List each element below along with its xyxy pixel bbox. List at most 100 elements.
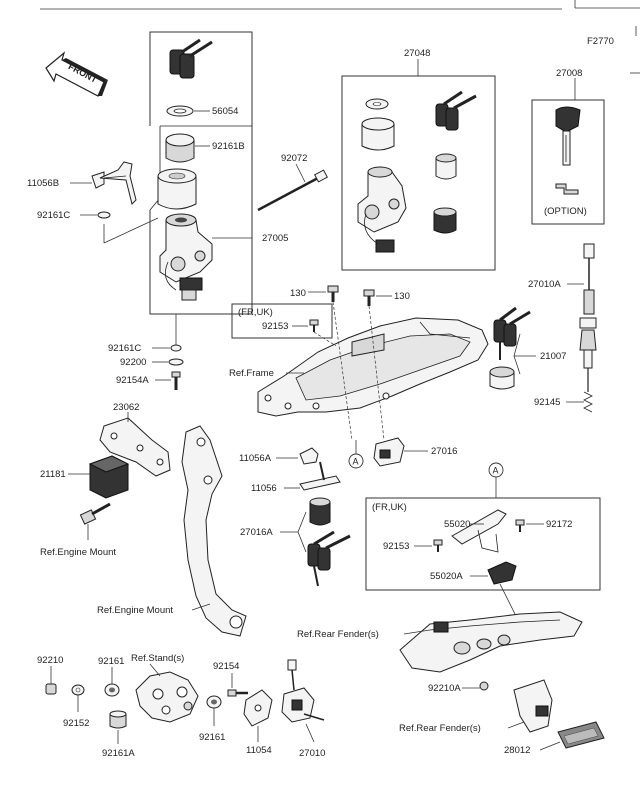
label-92210: 92210 (37, 655, 63, 666)
bolt-92154 (227, 689, 248, 697)
front-arrow-icon (45, 51, 108, 97)
label-92161-1: 92161 (98, 656, 124, 667)
callout-a-1-label: A (353, 457, 359, 467)
bracket-55020 (451, 509, 507, 553)
bolt-92210a (479, 681, 489, 691)
label-27016a: 27016A (240, 527, 273, 538)
label-92152: 92152 (63, 718, 89, 729)
label-27010a: 27010A (528, 279, 561, 290)
label-27005: 27005 (262, 233, 288, 244)
license-bracket (513, 679, 553, 733)
bolt-engine-mount-icon (79, 502, 111, 525)
label-27008: 27008 (556, 68, 582, 79)
label-ref-engine-mount-1: Ref.Engine Mount (40, 547, 116, 558)
key-pair-27048-icon (435, 90, 477, 131)
ignition-switch-body (159, 213, 213, 301)
label-11054: 11054 (246, 745, 272, 756)
bracket-11056 (299, 461, 341, 491)
grommet-92161c-mid (170, 344, 182, 352)
cap-21007 (489, 366, 515, 390)
key-pair-icon (169, 38, 213, 79)
label-fr-uk-1: (FR,UK) (238, 307, 273, 318)
blank-key-icon (555, 106, 581, 166)
label-130-left: 130 (290, 288, 306, 299)
bolt-92210 (45, 683, 57, 695)
label-92161b: 92161B (212, 141, 245, 152)
plate-11054 (243, 689, 273, 727)
bracket-55020a (487, 561, 517, 585)
screw-92153-1 (309, 319, 319, 332)
label-56054: 56054 (212, 106, 238, 117)
lock-cylinder-seat (433, 207, 457, 234)
switch-27016 (373, 437, 405, 467)
rear-fender (399, 611, 583, 673)
label-92072: 92072 (281, 153, 307, 164)
label-92210a: 92210A (428, 683, 461, 694)
bracket-11056b (91, 161, 137, 205)
seat-lock-27016a (309, 497, 331, 526)
key-blade-icon (555, 183, 579, 195)
label-23062: 23062 (113, 402, 139, 413)
label-28012: 28012 (504, 745, 530, 756)
lock-barrel (579, 317, 597, 392)
label-option: (OPTION) (544, 206, 587, 217)
label-92145: 92145 (534, 397, 560, 408)
label-92161c-mid: 92161C (108, 343, 141, 354)
bolt-130-left (327, 285, 339, 302)
label-fr-uk-2: (FR,UK) (372, 502, 407, 513)
spring-92145 (583, 391, 593, 413)
label-55020: 55020 (444, 519, 470, 530)
screw-92153-2 (433, 539, 443, 552)
label-92161-2: 92161 (199, 732, 225, 743)
bracket-23062 (99, 417, 171, 477)
frame-subassembly (257, 317, 489, 417)
kit-box-27008 (531, 99, 605, 225)
label-11056a: 11056A (239, 453, 272, 464)
label-27016: 27016 (431, 446, 457, 457)
cable-tie-92072 (257, 169, 328, 212)
label-21181: 21181 (40, 469, 66, 480)
lock-cylinder-small (435, 153, 457, 180)
label-11056: 11056 (251, 483, 277, 494)
label-92172: 92172 (546, 519, 572, 530)
side-stand-bracket (135, 671, 199, 723)
grommet-92161c-top (97, 211, 111, 219)
ignition-switch-27048 (357, 166, 407, 253)
label-92153-2: 92153 (383, 541, 409, 552)
label-27048: 27048 (404, 48, 430, 59)
cap-27048 (361, 117, 395, 151)
label-ref-stand: Ref.Stand(s) (131, 653, 184, 664)
label-92153-1: 92153 (262, 321, 288, 332)
label-ref-frame: Ref.Frame (229, 368, 274, 379)
label-11056b: 11056B (27, 178, 59, 189)
label-27010: 27010 (299, 748, 325, 759)
key-pair-27016a-icon (307, 530, 351, 587)
kit-box-27048 (341, 75, 496, 271)
label-ref-rear-fender-1: Ref.Rear Fender(s) (297, 629, 379, 640)
header-rule (40, 0, 640, 74)
diagram-code: F2770 (587, 36, 614, 47)
clamp-11056a (299, 447, 319, 465)
label-92161a: 92161A (102, 748, 135, 759)
connector-27010a (583, 243, 595, 315)
collar-92161a (109, 710, 127, 729)
label-92154a: 92154A (116, 375, 149, 386)
label-ref-engine-mount-2: Ref.Engine Mount (97, 605, 173, 616)
key-pair-21007-icon (493, 306, 531, 360)
bolt-130-right (363, 289, 375, 306)
label-130-right: 130 (394, 291, 410, 302)
label-55020a: 55020A (430, 571, 463, 582)
cap-92161b (165, 133, 195, 163)
reflector-28012 (557, 721, 605, 749)
relay-21181 (88, 455, 130, 499)
label-92200: 92200 (120, 357, 146, 368)
stand-switch-27010 (281, 659, 325, 723)
label-ref-rear-fender-2: Ref.Rear Fender(s) (399, 723, 481, 734)
cylinder-cover (157, 168, 197, 210)
region-box-fr-uk-1 (231, 303, 333, 339)
washer-92200 (168, 358, 184, 366)
label-92154: 92154 (213, 661, 239, 672)
label-92161c-top: 92161C (37, 210, 70, 221)
